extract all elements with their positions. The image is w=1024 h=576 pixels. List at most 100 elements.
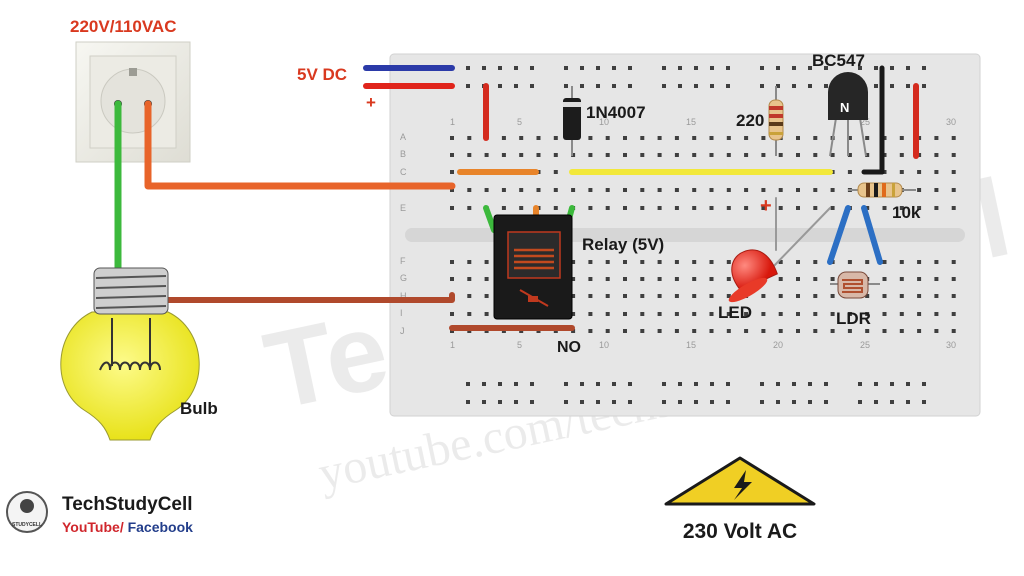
breadboard-hole <box>450 260 454 264</box>
breadboard-hole <box>796 188 800 192</box>
mains-voltage-label: 220V/110VAC <box>70 17 176 36</box>
breadboard-hole <box>580 84 584 88</box>
breadboard-hole <box>501 206 506 210</box>
breadboard-hole <box>917 188 922 192</box>
breadboard-hole <box>760 84 764 88</box>
breadboard-hole <box>674 136 679 140</box>
breadboard-hole <box>710 84 714 88</box>
breadboard-hole <box>662 400 666 404</box>
breadboard-hole <box>830 312 835 316</box>
breadboard-hole <box>778 277 783 281</box>
row-letter: E <box>400 203 406 213</box>
breadboard-hole <box>882 329 887 333</box>
breadboard-hole <box>612 84 616 88</box>
ldr <box>830 271 880 299</box>
row-letter: J <box>400 326 405 336</box>
breadboard-hole <box>484 312 489 316</box>
breadboard-hole <box>657 312 662 316</box>
breadboard-hole <box>899 329 904 333</box>
breadboard-hole <box>951 277 956 281</box>
breadboard-hole <box>694 84 698 88</box>
breadboard-hole <box>847 153 852 157</box>
breadboard-hole <box>467 188 472 192</box>
breadboard-hole <box>450 277 454 281</box>
column-number: 1 <box>450 117 455 127</box>
breadboard-hole <box>571 312 576 316</box>
breadboard-holes <box>450 66 956 404</box>
breadboard-hole <box>623 312 627 316</box>
breadboard-hole <box>761 136 766 140</box>
breadboard-hole <box>808 400 812 404</box>
breadboard-hole <box>899 294 904 298</box>
breadboard-hole <box>934 260 939 264</box>
wall-socket <box>75 41 191 163</box>
breadboard-hole <box>917 136 922 140</box>
breadboard-hole <box>778 294 783 298</box>
breadboard-hole <box>564 382 568 386</box>
resistor-220-label: 220 <box>736 111 764 130</box>
breadboard-hole <box>824 66 828 70</box>
row-letter: I <box>400 308 403 318</box>
breadboard-hole <box>571 277 576 281</box>
breadboard-hole <box>605 206 610 210</box>
breadboard-hole <box>726 260 731 264</box>
breadboard-hole <box>564 84 568 88</box>
breadboard-hole <box>588 312 593 316</box>
facebook-link[interactable]: Facebook <box>128 519 194 535</box>
breadboard-hole <box>692 188 697 192</box>
breadboard-hole <box>726 136 731 140</box>
brand-logo-text: STUDYCELL <box>12 522 42 528</box>
breadboard-hole <box>640 277 645 281</box>
breadboard-hole <box>760 66 764 70</box>
breadboard-hole <box>467 312 472 316</box>
bulb-wire-brown <box>137 292 455 303</box>
resistor-10k-label: 10k <box>892 203 921 222</box>
breadboard-hole <box>605 260 610 264</box>
breadboard-hole <box>726 66 730 70</box>
breadboard-hole <box>450 188 454 192</box>
breadboard-hole <box>530 382 534 386</box>
breadboard-hole <box>709 329 714 333</box>
breadboard-hole <box>692 260 697 264</box>
breadboard-hole <box>899 312 904 316</box>
breadboard-hole <box>830 277 835 281</box>
breadboard-hole <box>662 66 666 70</box>
youtube-link[interactable]: YouTube <box>62 519 120 535</box>
svg-text:N: N <box>840 100 849 115</box>
breadboard-hole <box>890 382 894 386</box>
breadboard-hole <box>692 136 697 140</box>
breadboard-hole <box>640 329 645 333</box>
breadboard-hole <box>761 206 766 210</box>
breadboard-hole <box>571 294 576 298</box>
breadboard-hole <box>628 84 632 88</box>
breadboard-hole <box>917 206 922 210</box>
breadboard-hole <box>623 294 627 298</box>
breadboard-hole <box>882 312 887 316</box>
led-label: LED <box>718 303 752 322</box>
breadboard-hole <box>553 188 558 192</box>
breadboard-hole <box>623 206 627 210</box>
breadboard-hole <box>694 66 698 70</box>
breadboard-hole <box>813 188 818 192</box>
breadboard-hole <box>796 294 800 298</box>
breadboard-hole <box>847 170 852 174</box>
breadboard-hole <box>467 277 472 281</box>
breadboard-hole <box>761 294 766 298</box>
breadboard-hole <box>951 206 956 210</box>
breadboard-hole <box>662 84 666 88</box>
breadboard-hole <box>934 153 939 157</box>
breadboard-hole <box>678 84 682 88</box>
breadboard-hole <box>847 260 852 264</box>
breadboard-hole <box>726 294 731 298</box>
breadboard-hole <box>450 206 454 210</box>
breadboard-hole <box>640 188 645 192</box>
breadboard-hole <box>882 260 887 264</box>
breadboard-hole <box>922 84 926 88</box>
breadboard-hole <box>813 277 818 281</box>
breadboard-hole <box>865 312 870 316</box>
breadboard-hole <box>519 153 524 157</box>
breadboard-hole <box>580 400 584 404</box>
phase-wire-orange <box>144 100 456 190</box>
breadboard-hole <box>482 382 486 386</box>
